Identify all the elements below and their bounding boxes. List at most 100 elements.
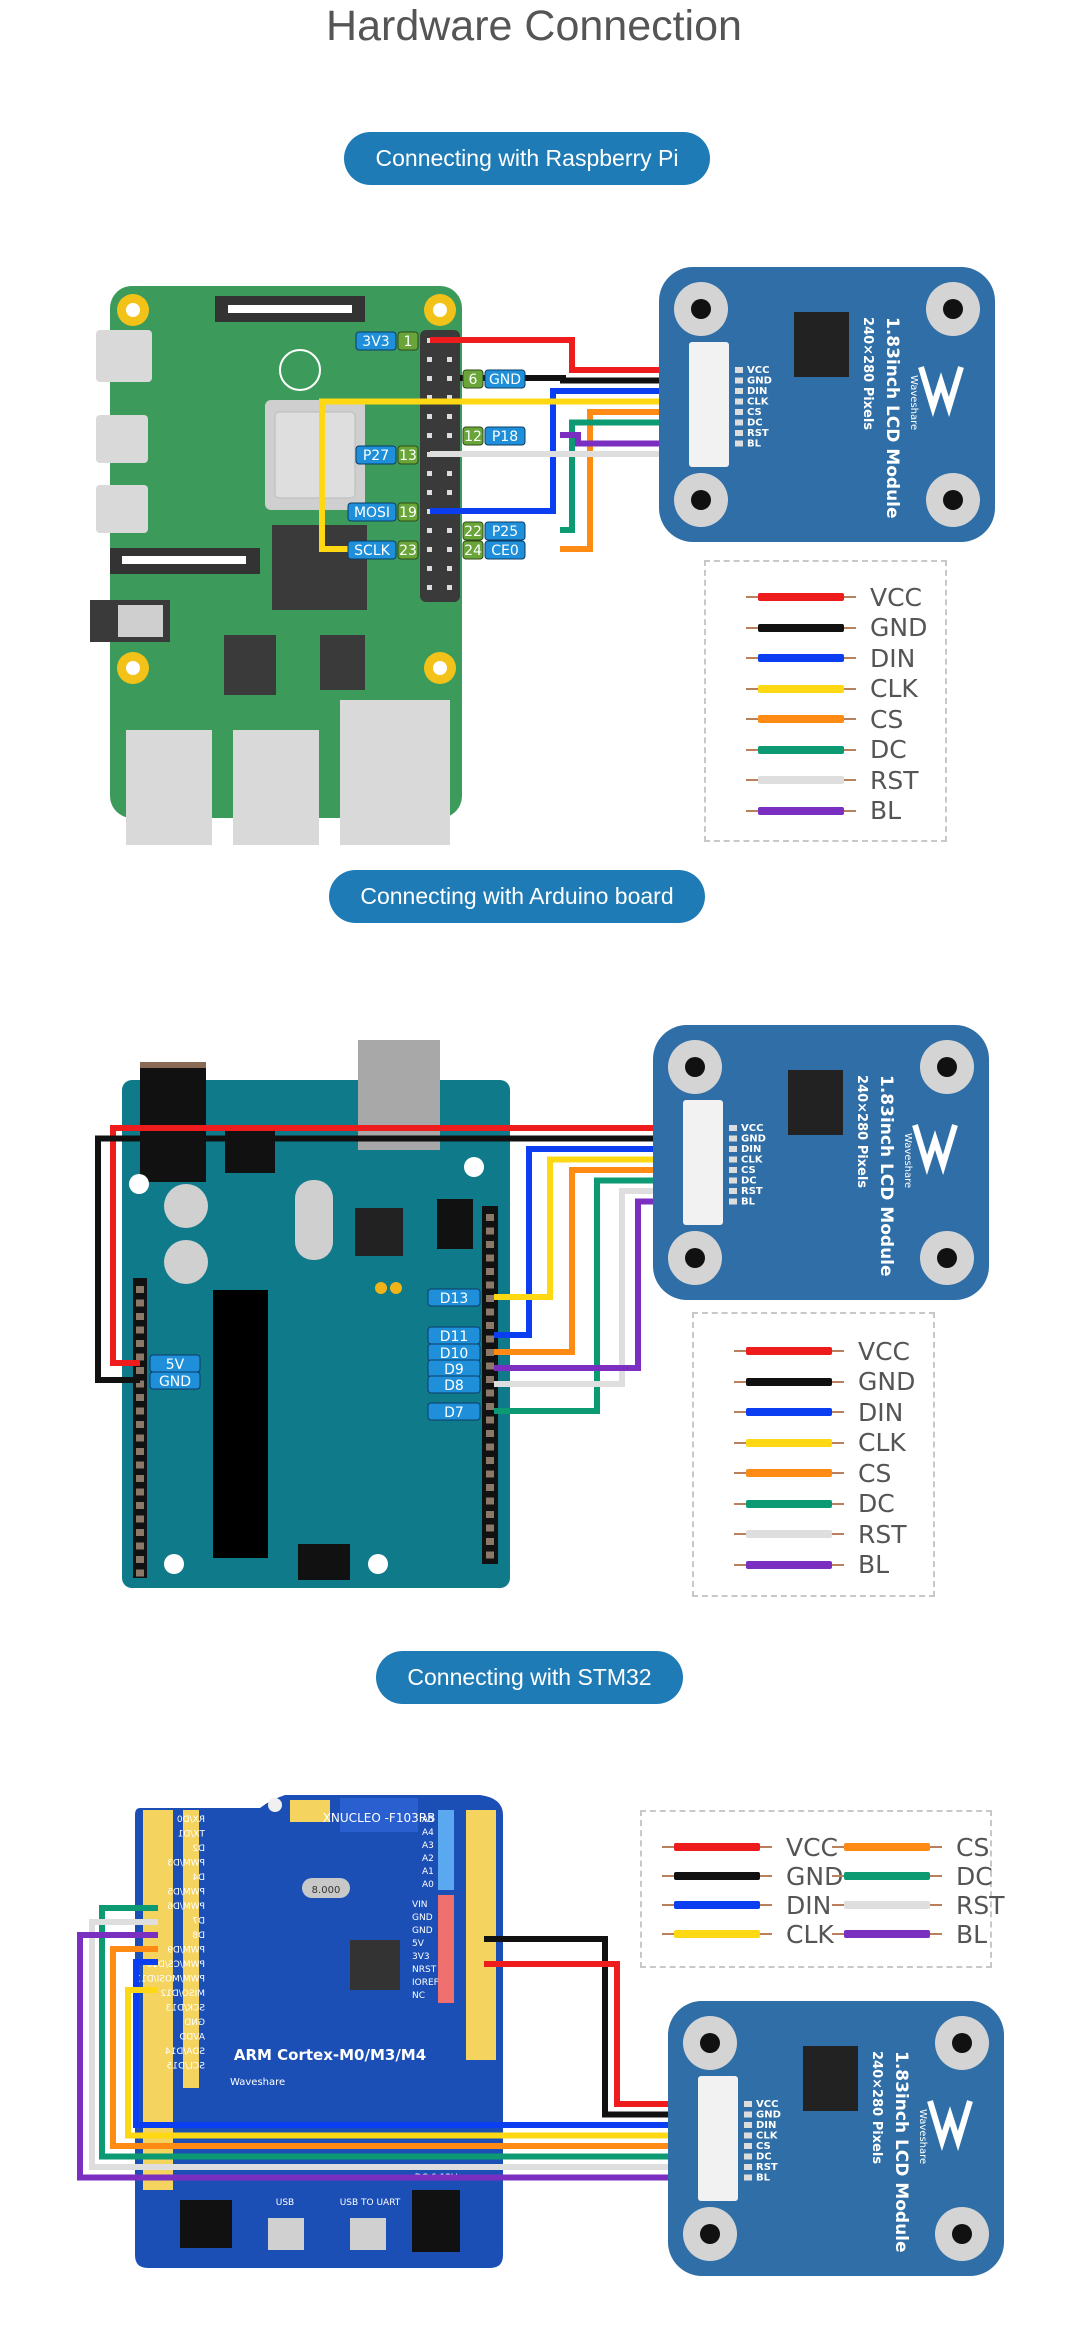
svg-text:CE0: CE0 (491, 543, 519, 559)
legend-label: GND (858, 1367, 916, 1396)
svg-text:13: 13 (399, 448, 417, 464)
legend-label: VCC (858, 1336, 911, 1366)
lcd-pin-label: DC (741, 1176, 757, 1187)
lcd-resolution: 240×280 Pixels (869, 2051, 884, 2164)
wire-swatch (746, 745, 856, 754)
wire-vcc (110, 1125, 683, 1366)
power-header-label: IOREF (412, 1978, 439, 1988)
lcd-pin-label: DC (756, 2152, 772, 2163)
legend-item-gnd: GND (734, 1367, 915, 1397)
legend-label: DC (956, 1861, 993, 1891)
svg-text:19: 19 (399, 505, 417, 521)
legend-item-din: DIN (746, 643, 915, 673)
d-header-label: PWM/D6 (167, 1902, 205, 1912)
wire-swatch (746, 776, 856, 784)
wire-swatch (832, 1901, 942, 1909)
lcd-connector (698, 2076, 738, 2201)
lcd-pin-label: BL (741, 1197, 756, 1208)
d-header-label: AVDD (179, 2033, 205, 2043)
wire-cs (560, 409, 689, 552)
pin-label-d11: D11 (427, 1326, 481, 1345)
section-heading-rpi[interactable]: Connecting with Raspberry Pi (344, 132, 710, 185)
wire-bl (77, 1932, 698, 2181)
svg-text:5V: 5V (166, 1357, 185, 1373)
wire-gnd (484, 1936, 698, 2118)
wire-swatch (734, 1530, 844, 1538)
pin-label-d9: D9 (427, 1359, 481, 1378)
d-header-label: RX/D0 (177, 1815, 205, 1825)
legend-item-clk: CLK (734, 1428, 906, 1458)
svg-text:22: 22 (464, 524, 482, 540)
legend-label: VCC (870, 582, 923, 612)
legend-item-bl: BL (832, 1919, 987, 1949)
pin-label-d10: D10 (427, 1343, 481, 1362)
legend-item-bl: BL (734, 1550, 889, 1580)
wire-gnd (95, 1135, 683, 1383)
legend-label: CLK (870, 674, 918, 703)
wire-cs (494, 1167, 683, 1355)
legend-label: BL (858, 1550, 890, 1579)
lcd-pin-label: GND (756, 2110, 781, 2121)
wire-swatch (832, 1872, 942, 1880)
svg-text:P25: P25 (492, 524, 518, 540)
power-header-label: 3V3 (412, 1952, 430, 1962)
svg-text:D9: D9 (444, 1362, 464, 1378)
d-header-label: D4 (192, 1873, 205, 1883)
lcd-pin-label: DIN (756, 2120, 776, 2131)
d-header-label: D8 (192, 1931, 205, 1941)
power-header-label: 5V (412, 1939, 425, 1949)
legend-label: BL (956, 1919, 988, 1949)
lcd-brand: Waveshare (917, 2109, 928, 2164)
a-header-label: A3 (422, 1841, 434, 1851)
lcd-pin-label: GND (741, 1134, 766, 1145)
wire-rst (89, 1919, 698, 2170)
wire-swatch (734, 1377, 844, 1386)
svg-text:D7: D7 (444, 1405, 464, 1421)
pin-label-gnd: GND (149, 1371, 201, 1390)
raspberry-pi-board (90, 286, 462, 845)
wire-swatch (662, 1901, 772, 1909)
legend-label: DIN (786, 1890, 832, 1920)
legend-label: RST (870, 765, 919, 795)
driver-chip (788, 1070, 843, 1135)
svg-text:D11: D11 (440, 1329, 469, 1345)
legend-label: VCC (786, 1832, 839, 1862)
lcd-pin-label: CS (741, 1165, 756, 1176)
svg-text:6: 6 (469, 372, 478, 388)
legend-label: CS (858, 1458, 892, 1488)
lcd-pin-label: RST (756, 2162, 778, 2173)
legend-label: CLK (786, 1919, 834, 1949)
wire-swatch (832, 1930, 942, 1938)
d-header-label: PWM/D3 (167, 1859, 205, 1869)
legend-item-rst: RST (734, 1519, 907, 1549)
svg-text:3V3: 3V3 (362, 334, 389, 350)
lcd-title: 1.83inch LCD Module (891, 2051, 911, 2253)
legend-item-gnd: GND (746, 613, 927, 643)
lcd-brand: Waveshare (902, 1133, 913, 1188)
d-header-label: SCK/D13 (166, 2004, 205, 2014)
a-header-label: A0 (422, 1880, 434, 1890)
section-heading-stm32[interactable]: Connecting with STM32 (376, 1651, 683, 1704)
lcd-pin-label: CLK (747, 397, 770, 408)
wire-swatch (746, 593, 856, 601)
power-header-label: GND (412, 1926, 433, 1936)
waveshare-logo-icon (912, 1124, 958, 1176)
lcd-pin-label: CS (747, 407, 762, 418)
svg-text:23: 23 (399, 543, 417, 559)
pin-label-d13: D13 (427, 1288, 481, 1307)
d-header-label: TX/D1 (178, 1830, 206, 1840)
wire-vcc (484, 1961, 698, 2107)
lcd-pin-label: VCC (741, 1123, 763, 1134)
legend-label: DC (870, 735, 907, 764)
legend-item-vcc: VCC (734, 1336, 910, 1366)
stm32-board (135, 1795, 503, 2268)
section-heading-arduino[interactable]: Connecting with Arduino board (329, 870, 705, 923)
wire-dc (494, 1177, 683, 1414)
lcd-pin-label: CLK (741, 1155, 764, 1166)
